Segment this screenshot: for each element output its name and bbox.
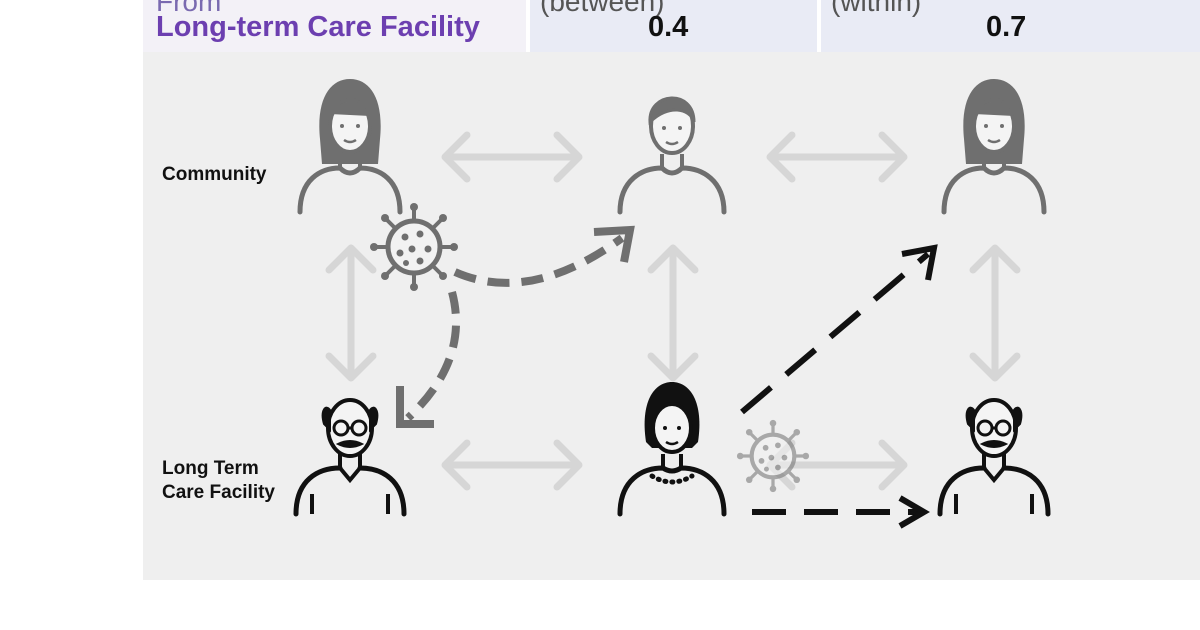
row-label-ltcf-line1: Long Term: [162, 458, 259, 479]
woman-icon: [944, 79, 1044, 212]
from-facility-label: Long-term Care Facility: [156, 11, 480, 43]
double-arrow-icon: [651, 248, 695, 378]
header-from-cell: From Long-term Care Facility: [143, 0, 526, 52]
elderly-man-icon: [940, 400, 1048, 514]
from-label: From: [156, 0, 222, 17]
double-arrow-icon: [445, 443, 579, 487]
double-arrow-icon: [973, 248, 1017, 378]
within-value: 0.7: [986, 11, 1027, 43]
double-arrow-icon: [770, 135, 904, 179]
elderly-man-icon: [296, 400, 404, 514]
between-value: 0.4: [648, 11, 689, 43]
header-row: From Long-term Care Facility (between) 0…: [143, 0, 1200, 52]
double-arrow-icon: [445, 135, 579, 179]
elderly-woman-icon: [620, 382, 724, 514]
dashed-arrow-icon: [752, 495, 930, 529]
header-between-cell: (between) 0.4: [530, 0, 817, 52]
virus-icon: [370, 203, 458, 291]
man-icon: [620, 98, 724, 212]
header-within-cell: (within) 0.7: [821, 0, 1200, 52]
dashed-arrow-icon: [453, 225, 635, 287]
dashed-arrow-icon: [740, 244, 938, 415]
row-label-ltcf-line2: Care Facility: [162, 482, 275, 503]
woman-icon: [300, 79, 400, 212]
dashed-arrow-icon: [396, 290, 461, 428]
within-label: (within): [831, 0, 922, 17]
double-arrow-icon: [329, 248, 373, 378]
between-label: (between): [540, 0, 665, 17]
virus-icon: [737, 420, 809, 492]
row-label-community: Community: [162, 164, 267, 185]
